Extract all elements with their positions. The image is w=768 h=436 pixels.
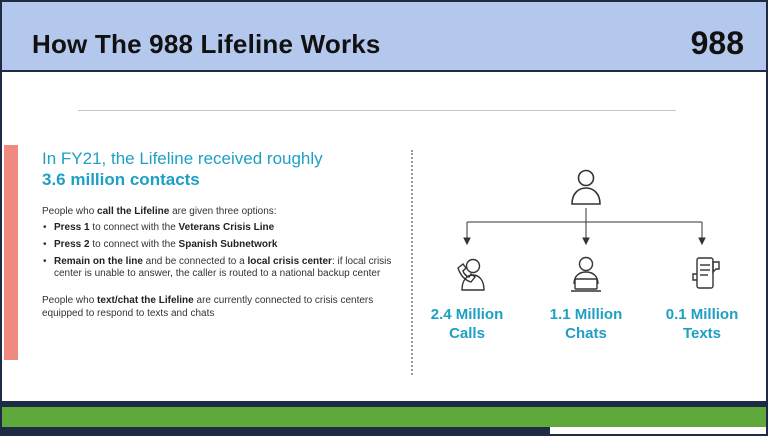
note-strong: text/chat the Lifeline [97,295,194,306]
option-strong2: local crisis center [247,256,332,267]
dotted-divider [411,150,413,375]
phone-caller-icon [457,258,485,291]
page-title: How The 988 Lifeline Works [32,29,381,59]
smartphone-text-icon [692,257,720,289]
footer-dark-band [2,401,766,407]
footer-green-band [2,407,766,427]
list-item: Press 2 to connect with the Spanish Subn… [42,239,392,251]
option-mid: and be connected to a [142,256,248,267]
call-options-list: Press 1 to connect with the Veterans Cri… [42,222,392,280]
laptop-user-icon [571,256,601,292]
footer-strip-dark [2,427,550,434]
contact-breakdown: 2.4 Million Calls 1.1 Million Chats 0.1 … [422,152,762,362]
metric-value: 1.1 Million [549,306,623,323]
metric-calls: 2.4 Million Calls [407,305,527,343]
lead-pre: People who [42,206,98,217]
header-bar: How The 988 Lifeline Works 988 [2,2,766,72]
metric-label: Texts [682,325,722,342]
list-item: Press 1 to connect with the Veterans Cri… [42,222,392,234]
metric-label: Chats [565,325,607,342]
metric-value: 0.1 Million [665,306,739,323]
lead-strong: call the Lifeline [97,206,170,217]
metric-texts: 0.1 Million Texts [642,305,762,343]
option-post: : if local crisis center is unable to an… [54,256,392,279]
contacts-total: 3.6 million contacts [42,170,200,189]
note-pre: People who [42,295,98,306]
tree-connectors [463,208,706,246]
breakdown-diagram [457,169,720,292]
lead-post: are given three options: [169,206,277,217]
person-icon [571,169,601,205]
option-strong: Press 2 [54,239,90,250]
option-strong2: Spanish Subnetwork [178,239,278,250]
metric-value: 2.4 Million [430,306,504,323]
option-strong: Remain on the line [54,256,143,267]
option-strong: Press 1 [54,222,90,233]
accent-bar [4,145,18,360]
option-mid: to connect with the [89,222,179,233]
option-strong2: Veterans Crisis Line [178,222,275,233]
horizontal-rule [78,110,676,111]
list-item: Remain on the line and be connected to a… [42,256,392,280]
option-mid: to connect with the [89,239,179,250]
text-chat-note: People who text/chat the Lifeline are cu… [42,294,392,320]
metric-chats: 1.1 Million Chats [526,305,646,343]
call-options-lead: People who call the Lifeline are given t… [42,205,392,219]
intro-text: In FY21, the Lifeline received roughly [42,149,323,168]
left-column: In FY21, the Lifeline received roughly 3… [42,148,392,320]
note-post: are currently connected to crisis center… [42,295,374,319]
metric-label: Calls [449,325,485,342]
brand-number: 988 [690,25,744,61]
